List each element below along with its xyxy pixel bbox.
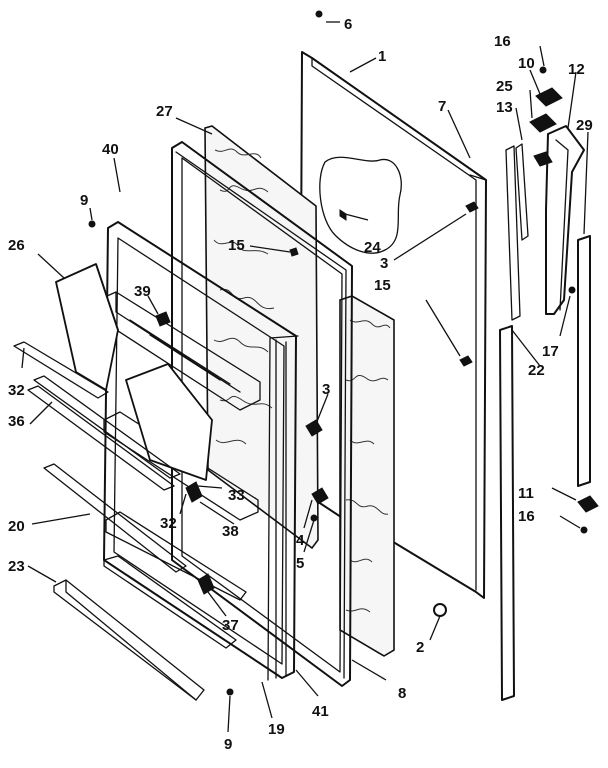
callout-20: 20 [8, 518, 25, 535]
callout-8: 8 [398, 685, 406, 702]
callout-39: 39 [134, 283, 151, 300]
callout-11: 11 [518, 485, 534, 502]
callout-16: 16 [518, 508, 535, 525]
leader-lines [21, 21, 589, 733]
callout-15: 15 [228, 237, 245, 254]
callout-32: 32 [8, 382, 25, 399]
callout-17: 17 [542, 343, 559, 360]
shelf-bars [13, 341, 205, 701]
callout-26: 26 [8, 237, 25, 254]
door-insulation [204, 125, 395, 657]
handle-assembly [499, 66, 599, 701]
callout-2: 2 [416, 639, 424, 656]
callout-41: 41 [312, 703, 329, 720]
callout-23: 23 [8, 558, 25, 575]
callout-37: 37 [222, 617, 239, 634]
callout-1: 1 [378, 48, 386, 65]
callout-32: 32 [160, 515, 177, 532]
callout-36: 36 [8, 413, 25, 430]
callout-38: 38 [222, 523, 239, 540]
callout-12: 12 [568, 61, 585, 78]
callout-5: 5 [296, 555, 304, 572]
outer-door-panel [299, 51, 487, 599]
callout-25: 25 [496, 78, 513, 95]
callout-3: 3 [322, 381, 330, 398]
callout-13: 13 [496, 99, 513, 116]
callout-3: 3 [380, 255, 388, 272]
callout-27: 27 [156, 103, 173, 120]
callout-4: 4 [296, 532, 305, 549]
callout-16: 16 [494, 33, 511, 50]
callout-10: 10 [518, 55, 535, 72]
callout-22: 22 [528, 362, 545, 379]
callout-29: 29 [576, 117, 593, 134]
callout-24: 24 [364, 239, 381, 256]
callout-40: 40 [102, 141, 119, 158]
fasteners [88, 10, 447, 696]
callout-labels: 1 2 3 3 4 5 6 7 8 9 9 10 11 12 13 15 15 … [8, 16, 593, 753]
callout-9: 9 [224, 736, 232, 753]
callout-9: 9 [80, 192, 88, 209]
callout-15: 15 [374, 277, 391, 294]
callout-6: 6 [344, 16, 352, 33]
callout-33: 33 [228, 487, 245, 504]
callout-7: 7 [438, 98, 446, 115]
callout-19: 19 [268, 721, 285, 738]
